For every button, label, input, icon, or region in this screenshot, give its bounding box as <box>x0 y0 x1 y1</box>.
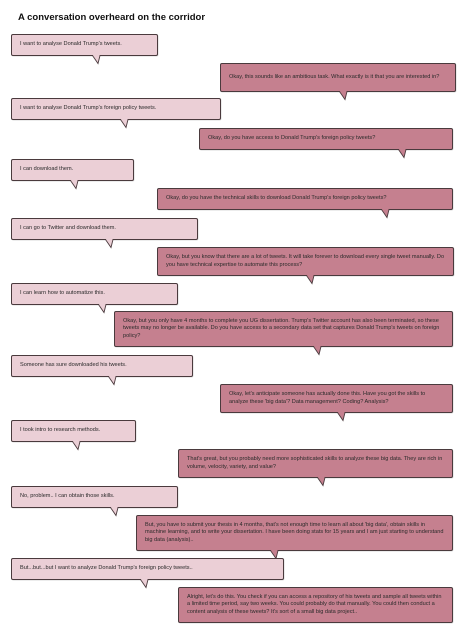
message-text: Okay, this sounds like an ambitious task… <box>229 73 440 80</box>
student-message-bubble: I can download them. <box>11 159 134 181</box>
advisor-message-bubble: Okay, do you have the technical skills t… <box>157 188 453 210</box>
speech-tail-icon <box>313 346 322 356</box>
message-text: I can learn how to automatize this. <box>20 290 105 297</box>
page-title: A conversation overheard on the corridor <box>18 12 206 23</box>
speech-tail-icon <box>120 119 129 129</box>
message-text: Alright, let's do this. You check if you… <box>187 594 442 615</box>
advisor-message-bubble: But, you have to submit your thesis in 4… <box>136 515 453 551</box>
advisor-message-bubble: Okay, but you only have 4 months to comp… <box>114 311 453 347</box>
speech-tail-icon <box>381 209 390 219</box>
student-message-bubble: I can go to Twitter and download them. <box>11 218 198 240</box>
advisor-message-bubble: Okay, do you have access to Donald Trump… <box>199 128 453 150</box>
student-message-bubble: But...but...but I want to analyze Donald… <box>11 558 284 580</box>
message-text: Okay, but you know that there are a lot … <box>166 254 445 268</box>
advisor-message-bubble: Okay, this sounds like an ambitious task… <box>220 63 456 92</box>
speech-tail-icon <box>108 376 117 386</box>
student-message-bubble: No, problem.. I can obtain those skills. <box>11 486 178 508</box>
message-text: I can download them. <box>20 166 74 173</box>
message-text: I can go to Twitter and download them. <box>20 225 116 232</box>
student-message-bubble: I can learn how to automatize this. <box>11 283 178 305</box>
speech-tail-icon <box>92 55 101 65</box>
speech-tail-icon <box>70 180 79 190</box>
speech-tail-icon <box>105 239 114 249</box>
speech-tail-icon <box>72 441 81 451</box>
advisor-message-bubble: That's great, but you probably need more… <box>178 449 453 478</box>
message-text: Someone has sure downloaded his tweets. <box>20 362 127 369</box>
message-text: Okay, do you have access to Donald Trump… <box>208 135 376 142</box>
student-message-bubble: I took intro to research methods. <box>11 420 136 442</box>
advisor-message-bubble: Okay, but you know that there are a lot … <box>157 247 454 276</box>
speech-tail-icon <box>317 477 326 487</box>
student-message-bubble: I want to analyse Donald Trump's tweets. <box>11 34 158 56</box>
message-text: That's great, but you probably need more… <box>187 456 443 470</box>
message-text: I want to analyse Donald Trump's foreign… <box>20 105 157 112</box>
speech-tail-icon <box>306 275 315 285</box>
advisor-message-bubble: Alright, let's do this. You check if you… <box>178 587 453 623</box>
message-text: I want to analyse Donald Trump's tweets. <box>20 41 122 48</box>
message-text: But...but...but I want to analyze Donald… <box>20 565 193 572</box>
message-text: Okay, do you have the technical skills t… <box>166 195 387 202</box>
speech-tail-icon <box>140 579 149 589</box>
student-message-bubble: I want to analyse Donald Trump's foreign… <box>11 98 221 120</box>
speech-tail-icon <box>337 412 346 422</box>
message-text: I took intro to research methods. <box>20 427 101 434</box>
speech-tail-icon <box>398 149 407 159</box>
advisor-message-bubble: Okay, let's anticipate someone has actua… <box>220 384 453 413</box>
student-message-bubble: Someone has sure downloaded his tweets. <box>11 355 193 377</box>
speech-tail-icon <box>98 304 107 314</box>
speech-tail-icon <box>110 507 119 517</box>
message-text: Okay, but you only have 4 months to comp… <box>123 318 440 339</box>
speech-tail-icon <box>339 91 348 101</box>
message-text: But, you have to submit your thesis in 4… <box>145 522 444 543</box>
message-text: Okay, let's anticipate someone has actua… <box>229 391 426 405</box>
message-text: No, problem.. I can obtain those skills. <box>20 493 115 500</box>
